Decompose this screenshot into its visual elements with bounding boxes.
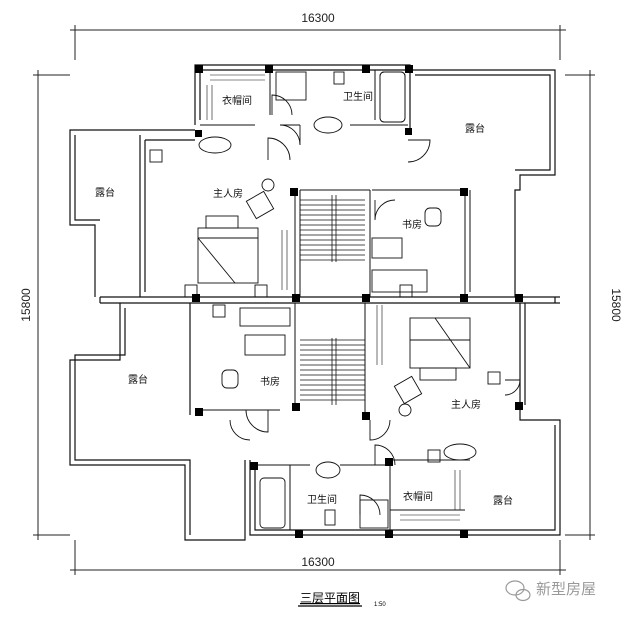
room-study-top: 书房 — [402, 218, 422, 231]
drawing-scale: 1:50 — [374, 602, 386, 608]
room-master-bedroom-top: 主人房 — [213, 187, 243, 200]
outer-walls — [69, 64, 561, 541]
room-walkin-closet-bottom: 衣帽间 — [403, 490, 433, 503]
room-walkin-closet-top: 衣帽间 — [222, 94, 252, 107]
staircase-upper — [300, 195, 365, 262]
furniture — [149, 71, 501, 529]
room-bathroom-bottom: 卫生间 — [307, 493, 337, 506]
wechat-icon — [505, 580, 531, 602]
room-terrace-bottom-left: 露台 — [128, 373, 148, 386]
dimension-lines — [33, 25, 595, 575]
room-study-bottom: 书房 — [260, 375, 280, 388]
room-terrace-left: 露台 — [95, 186, 115, 199]
room-master-bedroom-bottom: 主人房 — [451, 398, 481, 411]
structural-columns — [192, 65, 523, 538]
door-swings — [229, 94, 521, 516]
room-bathroom-top: 卫生间 — [343, 90, 373, 103]
dimension-right: 15800 — [609, 288, 623, 322]
drawing-title: 三层平面图 — [300, 591, 360, 605]
staircase-lower — [300, 338, 365, 405]
dimension-top: 16300 — [301, 11, 335, 25]
dimension-left: 15800 — [19, 288, 33, 322]
wardrobe-rails — [206, 74, 461, 521]
dimension-bottom: 16300 — [301, 555, 335, 569]
interior-walls — [195, 70, 471, 530]
watermark-text: 新型房屋 — [536, 580, 596, 598]
room-terrace-bottom-right: 露台 — [493, 494, 513, 507]
room-terrace-top-right: 露台 — [465, 122, 485, 135]
